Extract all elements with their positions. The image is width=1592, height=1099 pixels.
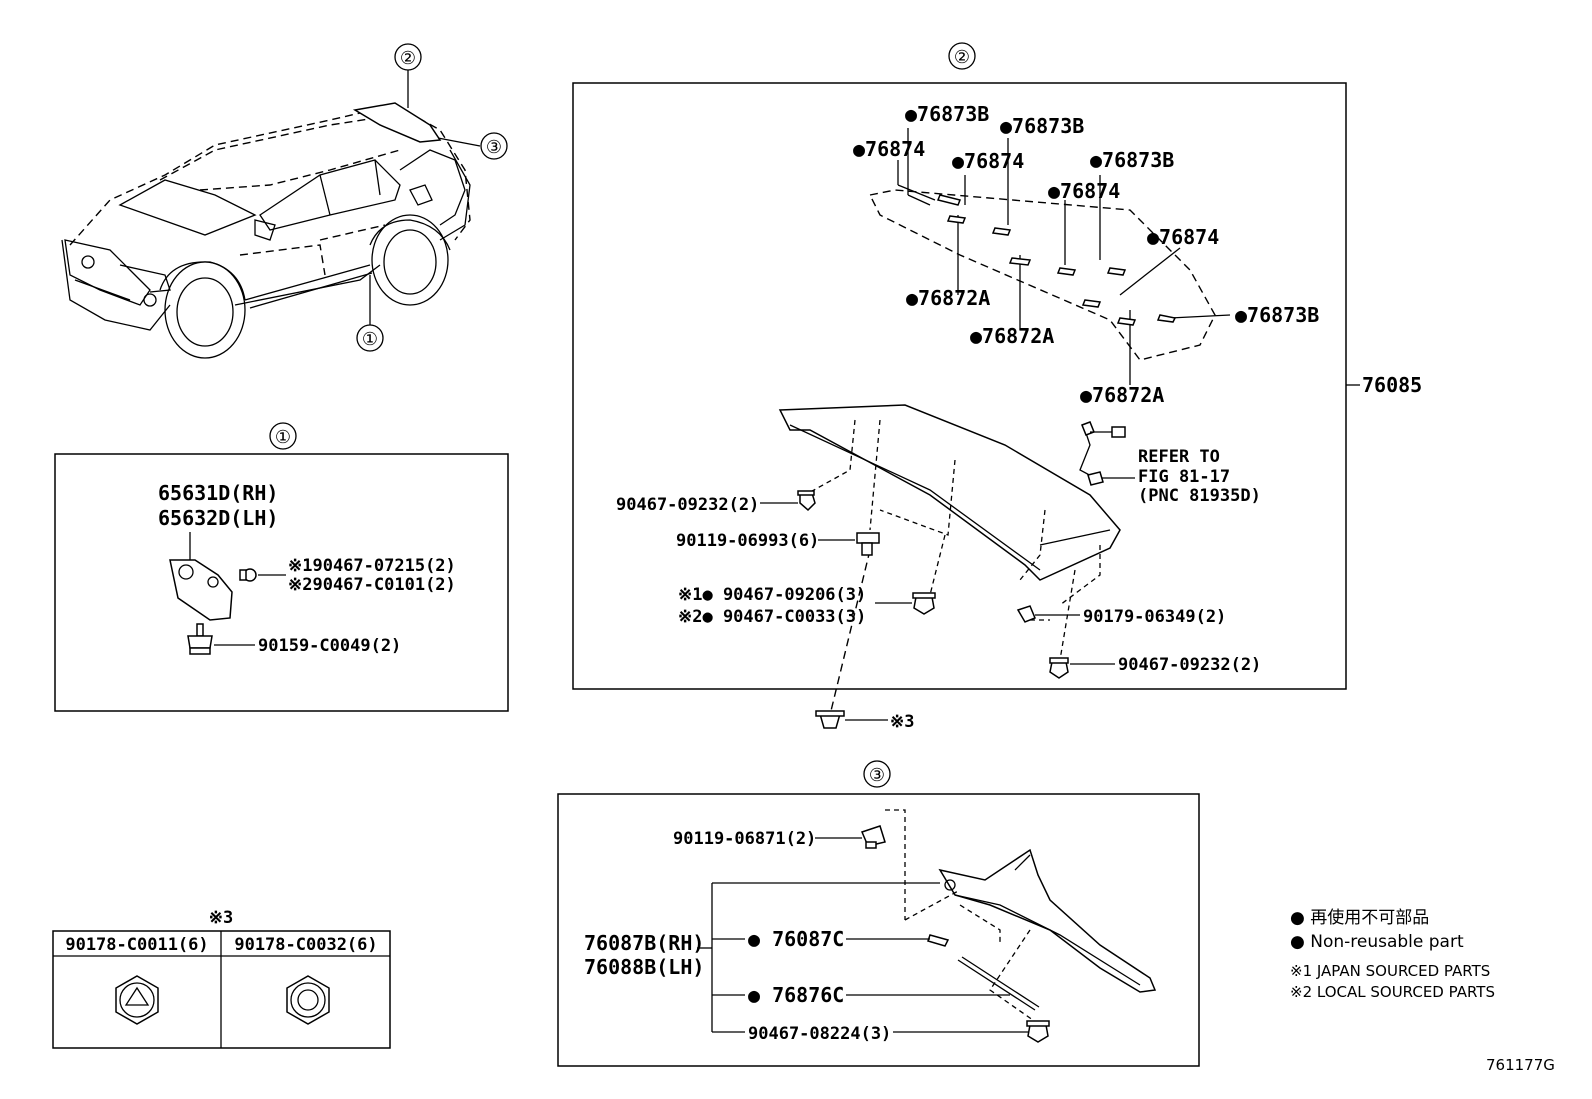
clip-90467-09232-lower-label: 90467-09232(2) (1118, 655, 1261, 675)
nut-ref-3 (815, 710, 845, 729)
seal-76874-3: ●76874 (1048, 179, 1120, 203)
refer-line-3: (PNC 81935D) (1138, 486, 1261, 506)
part-76088b-label: 76088B(LH) (584, 955, 704, 979)
seal-76873b-1: ●76873B (905, 102, 989, 126)
ref-3-label: ※3 (890, 712, 914, 732)
nut-90119-06993-label: 90119-06993(6) (676, 531, 819, 551)
seal-76874-1: ●76874 (853, 137, 925, 161)
assembly-76085-label: 76085 (1362, 373, 1422, 397)
refer-line-1: REFER TO (1138, 447, 1220, 467)
nut-90119-06871 (860, 825, 886, 849)
clip-part (239, 568, 257, 582)
clip-90467-08224-label: 90467-08224(3) (748, 1024, 891, 1044)
figure-code: 761177G (1486, 1056, 1555, 1074)
clip-90467-09232-lower (1049, 657, 1069, 679)
rear-spoiler (778, 404, 1121, 581)
svg-text:③: ③ (486, 137, 502, 158)
seal-76087c-label: ● 76087C (748, 927, 844, 951)
clip-japan-sourced-label: ※1● 90467-09206(3) (678, 585, 866, 605)
bolt-label: 90159-C0049(2) (258, 636, 401, 656)
panel-3-frame (557, 793, 1200, 1067)
callout-3-vehicle: ③ (480, 132, 508, 160)
legend: ● 再使用不可部品 ● Non-reusable part ※1 JAPAN S… (1290, 907, 1495, 1001)
bracket-part (169, 559, 233, 621)
clip-90467-09232-upper (797, 490, 816, 512)
side-spoiler-trim (938, 848, 1157, 993)
hex-nut-2-icon (286, 975, 330, 1025)
panel-1: ① 65631D(RH) 65632D(LH) ※190467-07215(2)… (54, 422, 509, 712)
panel-1-frame (54, 453, 509, 712)
table-col-2-label: 90178-C0032(6) (234, 935, 377, 955)
seal-76873b-4: ●76873B (1235, 303, 1319, 327)
svg-text:①: ① (362, 329, 378, 350)
part-65632d-label: 65632D(LH) (158, 506, 278, 530)
legend-line-1: ● 再使用不可部品 (1290, 907, 1429, 928)
seal-76872a-3: ●76872A (1080, 383, 1164, 407)
panel-1-title: ① (275, 427, 291, 448)
seal-76872a-2: ●76872A (970, 324, 1054, 348)
clip-90467-09232-upper-label: 90467-09232(2) (616, 495, 759, 515)
table-col-1-label: 90178-C0011(6) (65, 935, 208, 955)
svg-text:②: ② (400, 48, 416, 69)
hex-nut-1-icon (115, 975, 159, 1025)
callout-1-vehicle: ① (356, 324, 384, 352)
nut-90119-06871-label: 90119-06871(2) (673, 829, 816, 849)
seal-76873b-2: ●76873B (1000, 114, 1084, 138)
panel-2-title: ② (954, 47, 970, 68)
legend-note-1: ※1 JAPAN SOURCED PARTS (1290, 962, 1490, 980)
nut-90119-06993 (856, 532, 880, 556)
clip-japan-label: ※190467-07215(2) (288, 556, 456, 576)
panel-3-title: ③ (869, 765, 885, 786)
refer-line-2: FIG 81-17 (1138, 467, 1230, 487)
nut-table: ※3 90178-C0011(6) 90178-C0032(6) (52, 908, 391, 1049)
part-65631d-label: 65631D(RH) (158, 481, 278, 505)
grommet-90179-06349-label: 90179-06349(2) (1083, 607, 1226, 627)
bolt-part (187, 623, 213, 655)
seal-76874-4: ●76874 (1147, 225, 1219, 249)
seal-76873b-3: ●76873B (1090, 148, 1174, 172)
seal-76874-2: ●76874 (952, 149, 1024, 173)
panel-3: ③ 90119-06871(2) (557, 760, 1200, 1067)
clip-90467-09206 (912, 592, 936, 615)
seal-plate (868, 189, 1216, 361)
legend-line-2: ● Non-reusable part (1290, 932, 1464, 952)
vehicle-illustration (61, 70, 481, 359)
grommet-90179-06349 (1016, 605, 1036, 623)
callout-2-vehicle: ② (394, 43, 422, 71)
seal-76872a-1: ●76872A (906, 286, 990, 310)
tape-76876c-label: ● 76876C (748, 983, 844, 1007)
panel-2-frame (572, 82, 1347, 690)
clip-90467-08224 (1026, 1020, 1050, 1043)
clip-local-label: ※290467-C0101(2) (288, 575, 456, 595)
clip-local-sourced-label: ※2● 90467-C0033(3) (678, 607, 866, 627)
panel-2: ② 76085 ●76873B ●76873B ●76874 ●768 (572, 42, 1422, 732)
legend-note-2: ※2 LOCAL SOURCED PARTS (1290, 983, 1495, 1001)
table-heading: ※3 (209, 908, 233, 928)
part-76087b-label: 76087B(RH) (584, 931, 704, 955)
